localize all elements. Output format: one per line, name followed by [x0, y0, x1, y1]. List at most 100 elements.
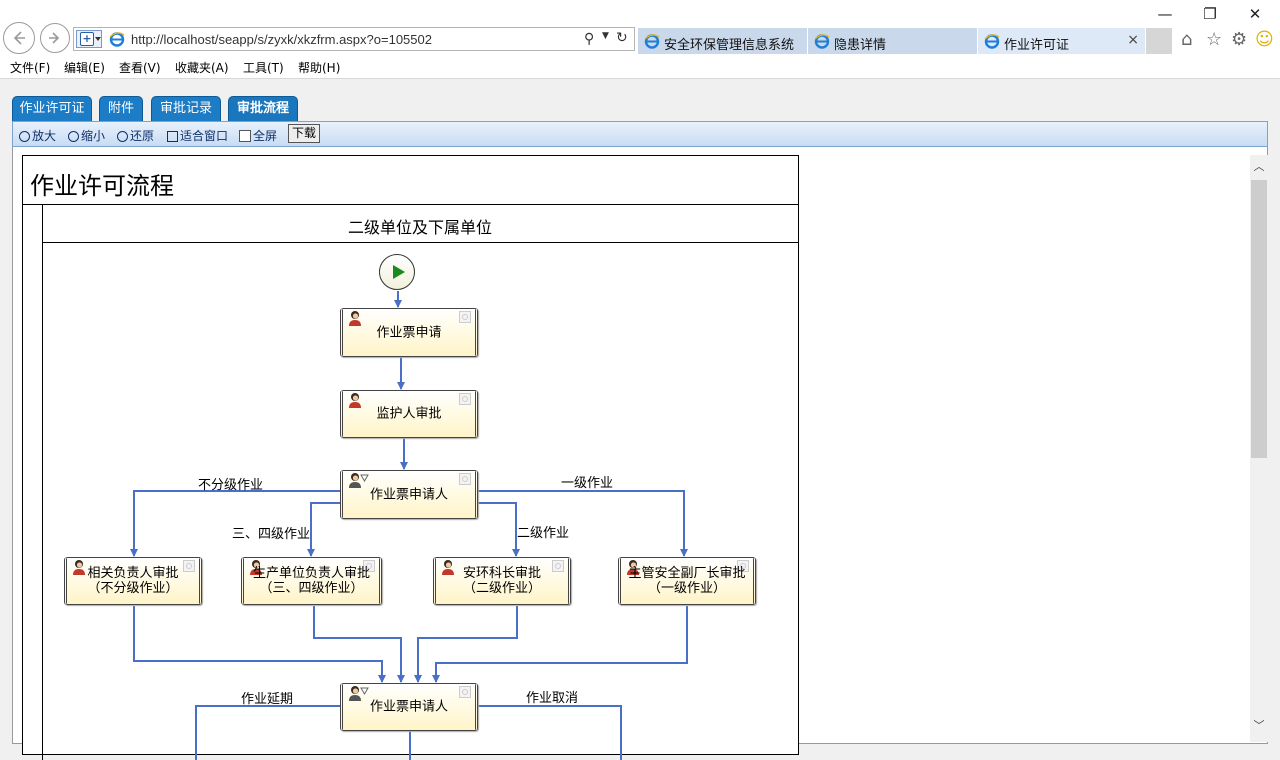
edge-label-extend: 作业延期 — [241, 692, 294, 707]
tab-label: 作业许可证 — [1004, 38, 1070, 53]
node-label: 生产单位负责人审批 （三、四级作业） — [252, 566, 370, 596]
arrow-right-icon — [49, 32, 60, 44]
edge-related-merge — [133, 606, 386, 683]
node-guardian[interactable]: 监护人审批 — [340, 390, 478, 438]
fit-window-label: 适合窗口 — [180, 129, 229, 143]
person-icon — [73, 560, 85, 575]
tab-approval-records[interactable]: 审批记录 — [151, 96, 221, 122]
node-deputy-approval[interactable]: 主管安全副厂长审批 （一级作业） — [618, 557, 756, 605]
menu-bar: 文件(F) 编辑(E) 查看(V) 收藏夹(A) 工具(T) 帮助(H) — [0, 56, 1280, 79]
menu-tools[interactable]: 工具(T) — [243, 61, 284, 75]
zoom-in-icon — [19, 131, 30, 142]
vertical-scrollbar[interactable]: ︿ ﹀ — [1250, 155, 1268, 742]
zoom-in-button[interactable]: 放大 — [19, 127, 56, 144]
edge-label-cancel: 作业取消 — [526, 691, 579, 706]
ie-icon — [814, 34, 830, 49]
menu-view[interactable]: 查看(V) — [119, 61, 161, 75]
close-window-button[interactable]: ✕ — [1248, 5, 1262, 23]
menu-help[interactable]: 帮助(H) — [298, 61, 341, 75]
forward-button[interactable] — [40, 23, 70, 53]
node-applicant-final[interactable]: 作业票申请人 — [340, 683, 478, 731]
tab-attachments[interactable]: 附件 — [99, 96, 143, 122]
home-icon[interactable]: ⌂ — [1181, 29, 1193, 50]
chevron-down-icon[interactable]: ▼ — [602, 31, 609, 41]
download-button[interactable]: 下载 — [288, 124, 320, 143]
edge-level1 — [478, 490, 688, 557]
person-icon — [349, 311, 361, 326]
refresh-icon[interactable]: ↻ — [616, 30, 628, 46]
search-icon[interactable]: ⚲ — [584, 31, 595, 47]
node-label: 安环科长审批 （二级作业） — [462, 566, 541, 596]
tab-approval-flow[interactable]: 审批流程 — [228, 96, 298, 122]
tab-hazard-detail[interactable]: 隐患详情 — [808, 28, 978, 54]
tab-label: 隐患详情 — [834, 38, 887, 53]
close-tab-icon[interactable]: × — [1127, 32, 1139, 48]
edge-extend — [195, 705, 341, 760]
tab-work-permit-form[interactable]: 作业许可证 — [12, 96, 92, 122]
restore-icon — [117, 131, 128, 142]
edge-production-merge — [313, 606, 405, 683]
menu-file[interactable]: 文件(F) — [10, 61, 51, 75]
scroll-down-icon[interactable]: ﹀ — [1253, 719, 1265, 732]
favorites-star-icon[interactable]: ☆ — [1206, 29, 1223, 50]
start-event-icon[interactable] — [379, 254, 415, 290]
url-text[interactable]: http://localhost/seapp/s/zyxk/xkzfrm.asp… — [131, 32, 432, 47]
tab-safety-system[interactable]: 安全环保管理信息系统 — [638, 28, 808, 54]
node-production-approval[interactable]: 生产单位负责人审批 （三、四级作业） — [241, 557, 382, 605]
fit-window-button[interactable]: 适合窗口 — [167, 127, 228, 144]
zoom-out-button[interactable]: 缩小 — [68, 127, 105, 144]
node-related-approval[interactable]: 相关负责人审批 （不分级作业） — [64, 557, 202, 605]
fullscreen-checkbox[interactable] — [239, 130, 251, 142]
edge-cancel — [478, 705, 622, 760]
node-label: 作业票申请人 — [369, 699, 448, 715]
edge-label-ungraded: 不分级作业 — [198, 478, 264, 493]
lane-divider — [42, 242, 799, 243]
diagram-title: 作业许可流程 — [30, 172, 174, 200]
tab-work-permit[interactable]: 作业许可证 × — [978, 28, 1146, 54]
scroll-up-icon[interactable]: ︿ — [1253, 160, 1265, 173]
person-icon — [250, 560, 262, 575]
fit-window-icon — [167, 131, 178, 142]
menu-favorites[interactable]: 收藏夹(A) — [175, 61, 229, 75]
edge-safety-merge — [414, 606, 518, 683]
maximize-button[interactable]: ❐ — [1203, 5, 1217, 23]
browser-titlebar: — ❐ ✕ + http://localhost/seapp/s/zyxk/xk… — [0, 0, 1280, 56]
person-decision-icon — [349, 686, 369, 701]
new-tab-button[interactable] — [1146, 28, 1172, 54]
back-button[interactable] — [3, 22, 35, 54]
arrow-left-icon — [13, 31, 25, 45]
database-icon — [459, 473, 471, 485]
node-safety-chief-approval[interactable]: 安环科长审批 （二级作业） — [433, 557, 571, 605]
node-label: 作业票申请 — [376, 325, 442, 340]
fullscreen-toggle[interactable]: 全屏 — [239, 127, 277, 144]
edge-label-level1: 一级作业 — [561, 476, 614, 491]
ie-icon — [984, 34, 1000, 49]
edge-label-level2: 二级作业 — [517, 526, 570, 541]
database-icon — [183, 560, 195, 572]
person-icon — [627, 560, 639, 575]
menu-edit[interactable]: 编辑(E) — [64, 61, 105, 75]
database-icon — [459, 311, 471, 323]
edge-label-level34: 三、四级作业 — [232, 527, 311, 542]
node-applicant-decision[interactable]: 作业票申请人 — [340, 470, 478, 519]
smiley-feedback-icon[interactable]: ☺ — [1255, 29, 1274, 50]
lane-left-border — [42, 204, 43, 760]
restore-label: 还原 — [130, 129, 155, 143]
restore-button[interactable]: 还原 — [117, 127, 154, 144]
node-label: 作业票申请人 — [369, 487, 448, 502]
zoom-out-label: 缩小 — [81, 129, 106, 143]
ie-icon — [109, 32, 125, 47]
node-label: 监护人审批 — [376, 406, 442, 422]
settings-gear-icon[interactable]: ⚙ — [1231, 29, 1248, 50]
tab-label: 安全环保管理信息系统 — [664, 38, 795, 53]
compatibility-view-icon[interactable]: + — [76, 30, 102, 48]
person-decision-icon — [349, 473, 369, 488]
scroll-thumb[interactable] — [1251, 180, 1267, 458]
node-apply[interactable]: 作业票申请 — [340, 308, 478, 357]
title-divider — [22, 204, 799, 205]
database-icon — [459, 686, 471, 698]
address-bar[interactable]: + http://localhost/seapp/s/zyxk/xkzfrm.a… — [73, 27, 635, 51]
node-label: 主管安全副厂长审批 （一级作业） — [628, 566, 746, 596]
minimize-button[interactable]: — — [1157, 5, 1173, 23]
